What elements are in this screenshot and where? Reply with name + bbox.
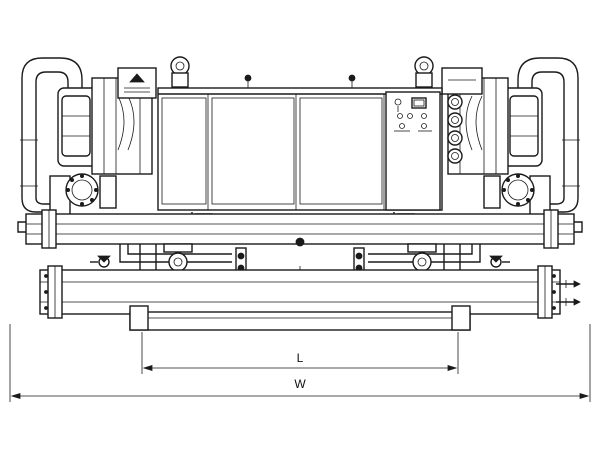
left-u-pipe [20,57,84,213]
dimension-w-label: W [294,377,306,391]
right-terminal-box [441,67,483,95]
dimension-l: L [141,332,459,374]
water-connections [556,280,581,306]
dimension-w: W [9,324,591,402]
dimension-l-label: L [297,351,304,365]
evaporator-shell [39,265,561,319]
left-discharge-flange [49,173,117,217]
control-panel [385,91,441,211]
base-frame [129,305,471,331]
left-compressor [57,56,190,175]
condenser-shell [17,209,583,249]
right-discharge-flange [483,173,551,217]
gauge-1 [447,94,463,110]
control-cabinet [157,74,463,223]
gauge-3 [447,130,463,146]
left-terminal-box [117,67,157,99]
gauge-4 [447,148,463,164]
display-screen [411,97,427,109]
gauge-2 [447,112,463,128]
